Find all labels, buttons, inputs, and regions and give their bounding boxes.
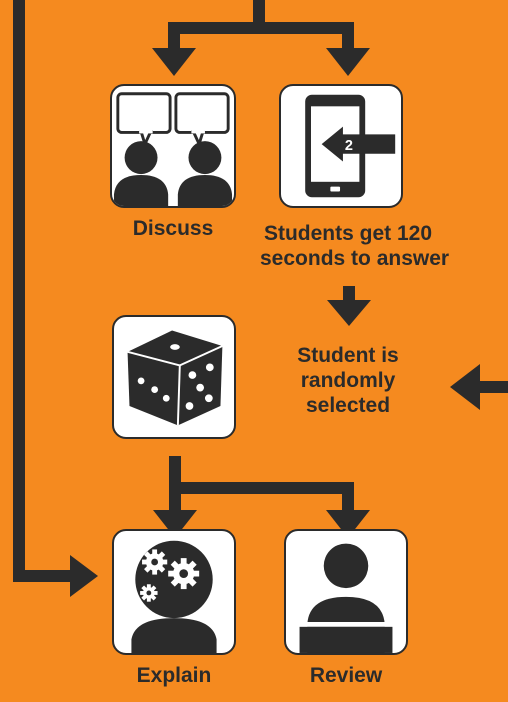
- answer-label-line-2: seconds to answer: [260, 247, 450, 270]
- arrow-to-answer: [326, 48, 370, 76]
- random-card: [112, 315, 236, 439]
- bottom-left-drop-line: [169, 482, 181, 512]
- random-label-line-2: randomly: [300, 369, 396, 392]
- arrow-to-explain: [70, 555, 98, 597]
- left-loop-vertical-line: [13, 0, 25, 582]
- random-label: Student is randomly selected: [274, 343, 422, 418]
- left-loop-horizontal-line: [13, 570, 73, 582]
- discussion-people-icon: [113, 92, 233, 206]
- person-podium-icon: [299, 543, 393, 653]
- review-card: [284, 529, 408, 655]
- answer-down-line: [343, 286, 355, 302]
- arrow-to-explain-card: [153, 510, 197, 538]
- arrow-to-review: [326, 510, 370, 538]
- random-label-line-1: Student is: [297, 344, 399, 367]
- explain-card: [112, 529, 236, 655]
- incoming-right-arrow: [450, 364, 480, 410]
- answer-label-line-1: Students get 120: [263, 222, 433, 245]
- bottom-right-drop-line: [342, 482, 354, 512]
- gear-icon: [140, 549, 200, 602]
- head-gears-icon: [131, 540, 217, 653]
- tablet-badge-number: 2: [345, 138, 353, 154]
- top-split-line: [168, 22, 354, 34]
- random-label-line-3: selected: [305, 394, 391, 417]
- dice-icon: [127, 330, 223, 426]
- arrow-to-discuss: [152, 48, 196, 76]
- tablet-arrow-icon: 2: [305, 94, 396, 198]
- review-label: Review: [309, 664, 383, 687]
- bottom-split-line: [169, 482, 354, 494]
- discuss-label: Discuss: [132, 217, 214, 240]
- incoming-right-line: [478, 381, 508, 393]
- answer-label: Students get 120 seconds to answer: [260, 221, 450, 271]
- explain-label: Explain: [136, 664, 212, 687]
- top-right-drop-line: [342, 22, 354, 50]
- discuss-card: [110, 84, 236, 208]
- arrow-to-random: [327, 300, 371, 326]
- top-left-drop-line: [168, 22, 180, 50]
- answer-card: 2: [279, 84, 403, 208]
